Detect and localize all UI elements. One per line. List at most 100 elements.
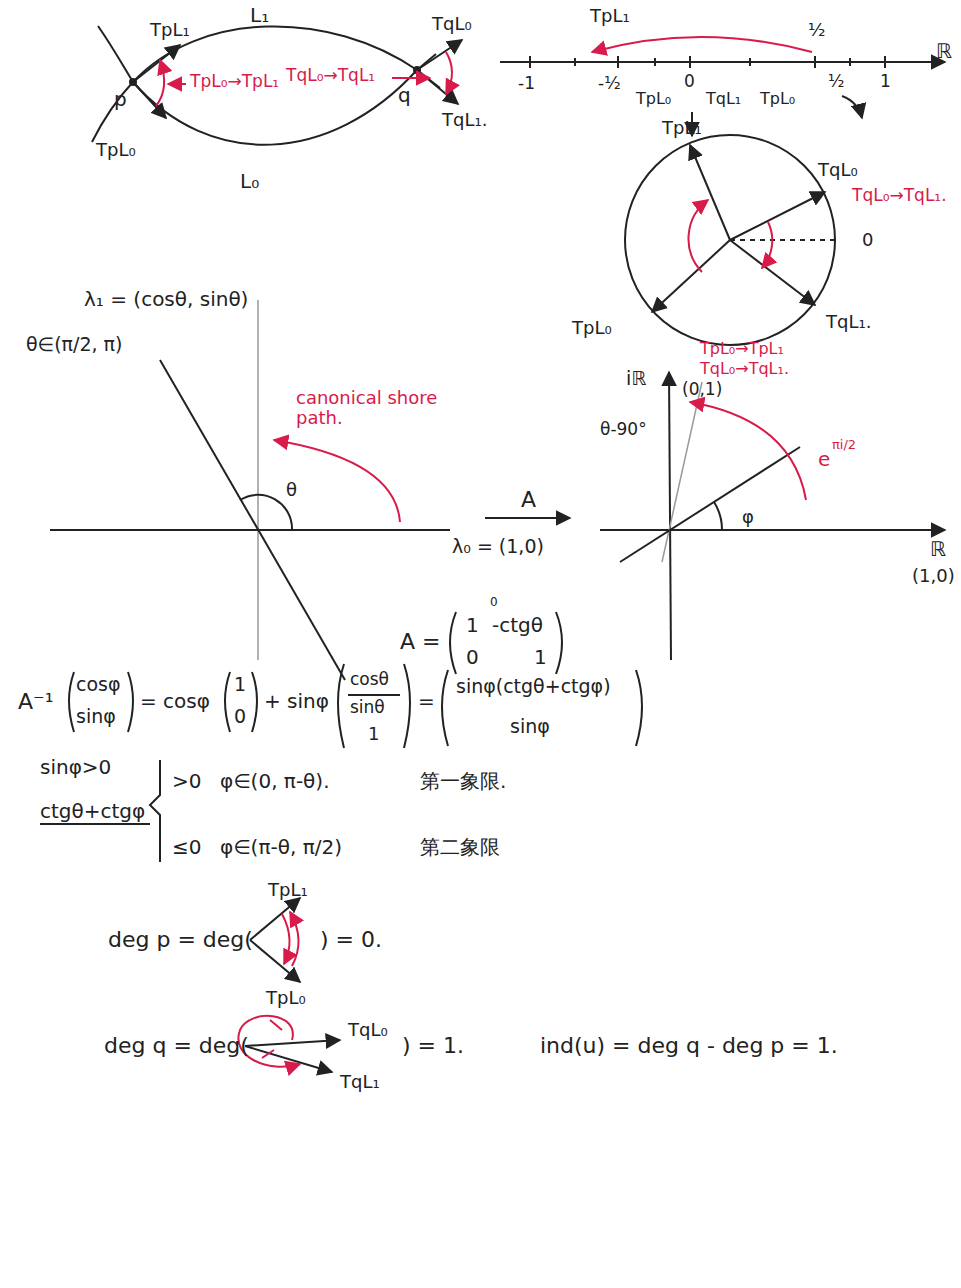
unit-circle-part — [730, 192, 825, 240]
matrix-brackets-part — [404, 664, 410, 748]
matrix-brackets-part — [225, 672, 230, 732]
degree-sketches-part — [262, 1020, 282, 1058]
complex-plane-part — [690, 402, 806, 500]
complex-plane — [600, 372, 945, 660]
math-label: (1,0) — [912, 566, 955, 586]
unit-circle-part — [690, 145, 730, 240]
math-label: A⁻¹ — [18, 690, 53, 714]
complex-plane-part — [600, 529, 945, 531]
math-label: θ-90° — [600, 420, 647, 439]
curves-figure-part — [168, 83, 186, 85]
unit-circle-part — [730, 240, 815, 305]
degree-sketches-part — [250, 940, 300, 982]
curves-figure-part — [392, 77, 430, 79]
red-annotation: TqL₀→TqL₁ — [286, 66, 375, 85]
math-label: 第二象限 — [420, 836, 500, 858]
degree-sketches-part — [282, 914, 290, 964]
lambda-plane-part — [485, 517, 570, 519]
math-label: ) = 0. — [320, 928, 382, 952]
curves-figure — [92, 26, 462, 145]
math-label: deg q = deg( — [104, 1034, 249, 1058]
math-label: sinφ(ctgθ+ctgφ) — [456, 676, 611, 697]
red-annotation: canonical shore path. — [296, 388, 456, 428]
matrix-brackets-part — [338, 664, 344, 748]
complex-plane-part — [669, 372, 671, 660]
complex-plane-part — [714, 502, 722, 530]
red-annotation: TqL₀→TqL₁. — [700, 360, 789, 378]
math-label: TpL₁ — [590, 6, 630, 26]
number-line-part — [592, 37, 812, 52]
math-label: = cosφ — [140, 690, 210, 712]
math-label: A = — [400, 630, 440, 654]
math-label: TqL₁ — [706, 90, 741, 108]
math-label: TqL₀ — [818, 160, 858, 180]
math-label: 0 — [862, 230, 873, 250]
lambda-plane-part — [274, 440, 400, 522]
math-label: cosφ — [76, 674, 121, 695]
math-label: 第一象限. — [420, 770, 506, 792]
number-line-part — [530, 56, 885, 68]
matrix-brackets-part — [128, 672, 133, 732]
case-brace-part — [150, 760, 160, 862]
math-label: φ∈(π-θ, π/2) — [220, 836, 342, 858]
math-label: 1 — [368, 724, 379, 744]
math-label: TqL₁. — [442, 110, 487, 130]
number-line-part — [842, 96, 862, 118]
math-label: cosθ — [350, 670, 389, 689]
lambda-plane — [50, 300, 570, 680]
curves-figure-part — [417, 40, 462, 70]
math-label: TqL₁ — [340, 1072, 380, 1092]
complex-plane-part — [620, 447, 800, 562]
math-label: λ₀ = (1,0) — [452, 536, 544, 557]
math-label: ) = 1. — [402, 1034, 464, 1058]
math-label: 1 — [234, 674, 246, 695]
math-label: L₁ — [250, 4, 269, 26]
math-label: -ctgθ — [492, 614, 543, 636]
red-annotation: TpL₀→TpL₁ — [190, 72, 279, 91]
unit-circle-part — [762, 222, 772, 268]
curves-figure-part — [156, 60, 164, 106]
math-label: TpL₀ — [266, 988, 306, 1008]
red-annotation: TqL₀→TqL₁. — [852, 186, 947, 205]
math-label: sinθ — [350, 698, 385, 717]
math-label: TpL₀ — [636, 90, 671, 108]
math-label: θ∈(π/2, π) — [26, 334, 122, 355]
math-label: TqL₀ — [348, 1020, 388, 1040]
number-line-part — [500, 61, 945, 63]
math-label: TpL₀ — [572, 318, 612, 338]
red-annotation: πi/2 — [832, 438, 856, 452]
math-label: TpL₁ — [150, 20, 190, 40]
math-label: TpL₁ — [662, 118, 702, 138]
math-label: TpL₁ — [268, 880, 308, 900]
math-label: TpL₀ — [760, 90, 795, 108]
case-brace-part — [40, 823, 150, 825]
math-label: sinφ — [76, 706, 116, 727]
math-label: λ₁ = (cosθ, sinθ) — [84, 288, 248, 310]
math-label: TqL₀ — [432, 14, 472, 34]
math-label: 0 — [466, 646, 479, 668]
math-label: (0,1) — [682, 380, 722, 399]
math-label: iℝ — [626, 368, 646, 389]
matrix-brackets-part — [252, 672, 257, 732]
math-label: ≤0 — [172, 836, 201, 858]
math-label: >0 — [172, 770, 201, 792]
unit-circle-part — [652, 240, 730, 312]
curves-figure-part — [133, 82, 166, 118]
degree-sketches-part — [245, 1046, 332, 1072]
math-label: 0 — [490, 596, 498, 609]
degree-sketches-part — [290, 912, 299, 966]
math-label: 1 — [880, 72, 891, 91]
unit-circle-part — [625, 135, 835, 345]
matrix-brackets-part — [556, 612, 562, 674]
curves-figure-part — [133, 45, 180, 82]
curves-figure-part — [446, 52, 452, 94]
math-label: L₀ — [240, 170, 259, 192]
unit-circle-part — [688, 200, 708, 272]
unit-circle-part — [730, 239, 835, 241]
math-label: φ∈(0, π-θ). — [220, 770, 330, 792]
lambda-plane-part — [257, 300, 259, 660]
number-line — [500, 37, 945, 136]
math-label: + sinφ — [264, 690, 329, 712]
